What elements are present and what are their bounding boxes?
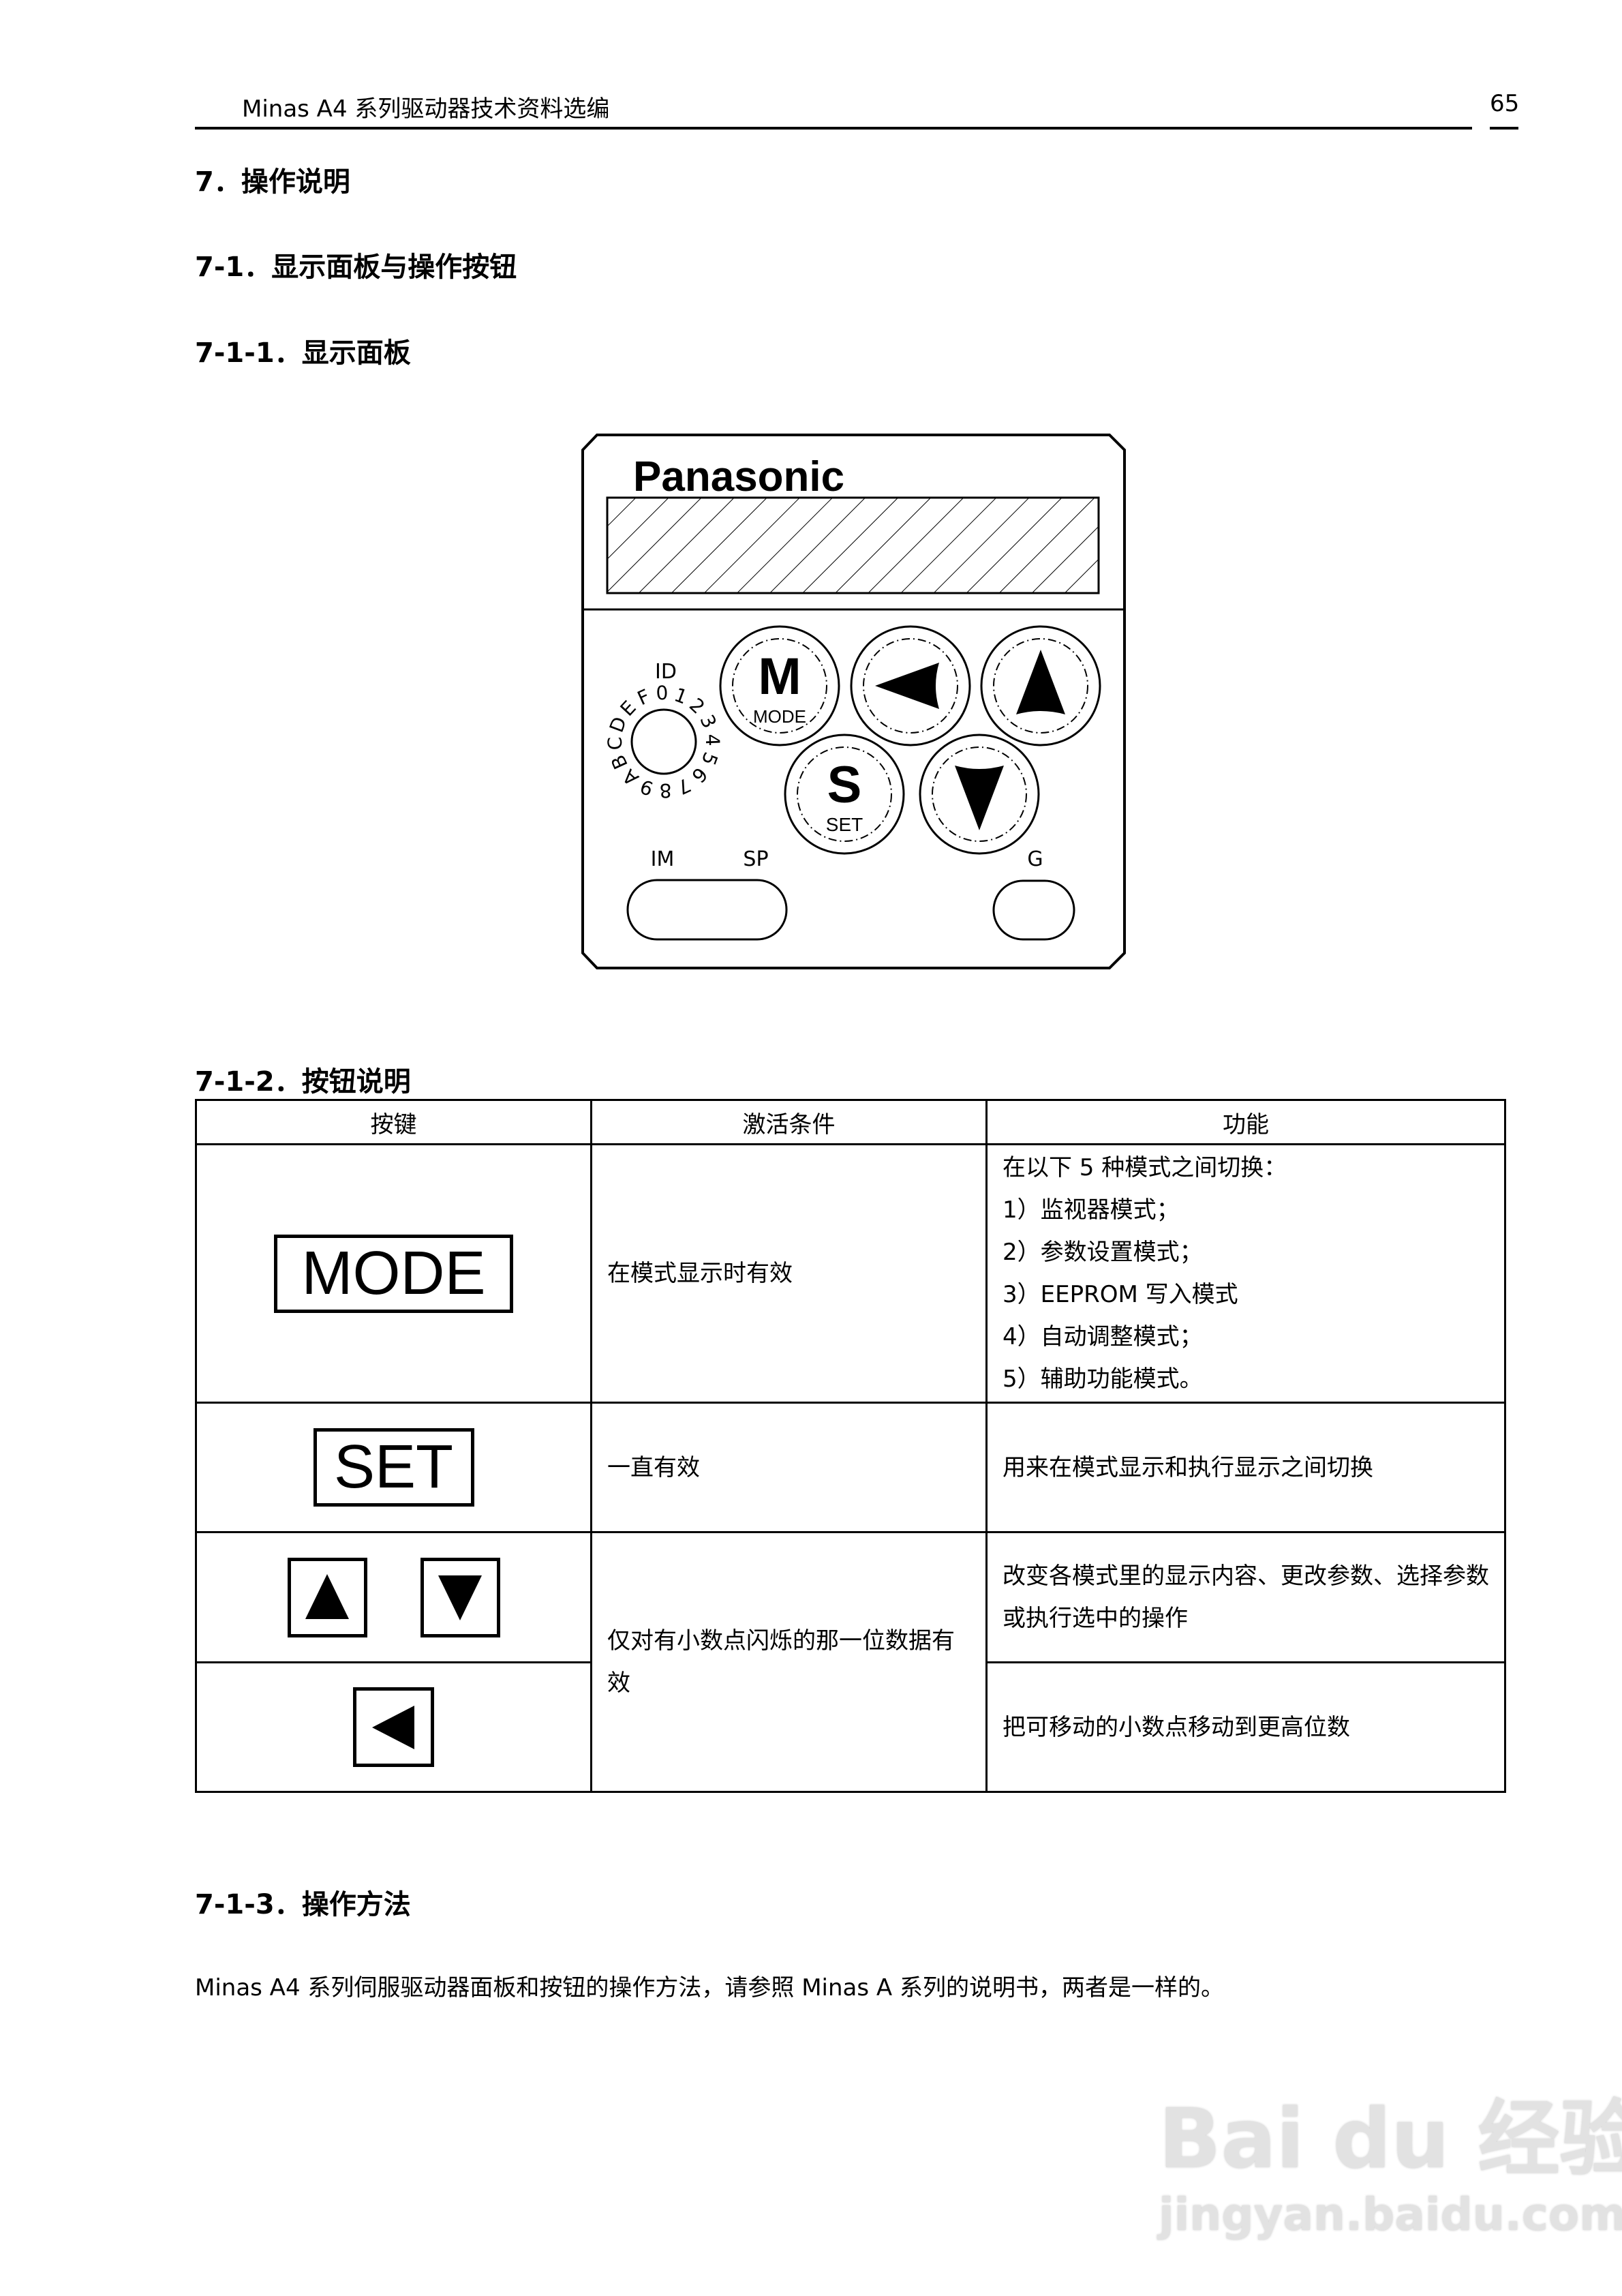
id-dial[interactable] [630,708,697,775]
condition-cell: 在模式显示时有效 [607,1260,793,1287]
g-label: G [1027,847,1043,871]
up-button[interactable] [980,625,1101,746]
left-arrow-icon [875,663,939,709]
condition-cell: 一直有效 [607,1453,700,1481]
watermark-url: jingyan.baidu.com [1159,2188,1622,2241]
button-description-table: 按键 激活条件 功能 MODE 在模式显示时有效 在以下 5 种模式之间切换： … [195,1099,1506,1793]
down-button[interactable] [919,734,1040,855]
table-row: 把可移动的小数点移动到更高位数 [195,1661,1506,1793]
sp-label: SP [743,847,768,871]
heading-7: 7．操作说明 [195,166,350,198]
id-label: ID [655,660,677,684]
mode-key-box: MODE [274,1234,513,1313]
down-arrow-icon [955,766,1004,830]
heading-7-1-2: 7-1-2．按钮说明 [195,1066,411,1098]
table-row: 仅对有小数点闪烁的那一位数据有效 改变各模式里的显示内容、更改参数、选择参数或执… [195,1531,1506,1793]
watermark-logo: Bai du 经验 [1159,2092,1622,2187]
body-paragraph: Minas A4 系列伺服驱动器面板和按钮的操作方法，请参照 Minas A 系… [195,1974,1224,2002]
page-number-underline [1490,127,1518,130]
page-number: 65 [1490,90,1520,117]
down-key-box [420,1557,500,1637]
dial-label: 8 [659,779,672,802]
function-cell: 把可移动的小数点移动到更高位数 [1003,1713,1350,1741]
left-arrow-icon [371,1705,414,1749]
function-line: 5）辅助功能模式。 [1003,1365,1203,1393]
g-connector [992,879,1075,941]
set-button[interactable]: S SET [784,734,905,855]
dial-label: C [604,736,627,751]
heading-7-1: 7-1．显示面板与操作按钮 [195,252,517,283]
function-line: 在以下 5 种模式之间切换： [1003,1154,1287,1181]
table-row: SET 一直有效 用来在模式显示和执行显示之间切换 [195,1402,1506,1533]
lcd-display [606,496,1100,594]
function-line: 3）EEPROM 写入模式 [1003,1281,1238,1308]
function-cell: 用来在模式显示和执行显示之间切换 [1003,1453,1373,1481]
brand-logo: Panasonic [633,453,844,500]
im-sp-connector [626,879,788,941]
dial-label: 4 [701,734,724,746]
mode-button[interactable]: M MODE [719,625,840,746]
left-key-box [353,1687,434,1767]
condition-cell: 仅对有小数点闪烁的那一位数据有效 [607,1627,955,1697]
header-function: 功能 [985,1099,1506,1145]
table-row: MODE 在模式显示时有效 在以下 5 种模式之间切换： 1）监视器模式； 2）… [195,1143,1506,1404]
up-arrow-icon [305,1574,349,1619]
set-key-box: SET [313,1428,474,1507]
header-title: Minas A4 系列驱动器技术资料选编 [242,95,610,123]
up-key-box [287,1557,367,1637]
function-line: 1）监视器模式； [1003,1196,1180,1224]
table-header-row: 按键 激活条件 功能 [195,1099,1506,1145]
header-condition: 激活条件 [590,1099,988,1145]
header-rule [195,127,1472,130]
function-cell: 改变各模式里的显示内容、更改参数、选择参数或执行选中的操作 [1003,1562,1489,1632]
dial-label: 0 [656,682,669,705]
left-button[interactable] [850,625,971,746]
heading-7-1-1: 7-1-1．显示面板 [195,337,411,369]
function-line: 2）参数设置模式； [1003,1239,1203,1266]
set-button-label: SET [826,814,863,835]
mode-button-letter: M [758,648,801,706]
function-line: 4）自动调整模式； [1003,1323,1203,1350]
set-button-letter: S [827,756,862,814]
mode-button-label: MODE [753,706,806,727]
im-label: IM [651,847,675,871]
header-key: 按键 [195,1099,592,1145]
up-arrow-icon [1016,650,1065,714]
down-arrow-icon [438,1575,482,1620]
heading-7-1-3: 7-1-3．操作方法 [195,1889,411,1920]
